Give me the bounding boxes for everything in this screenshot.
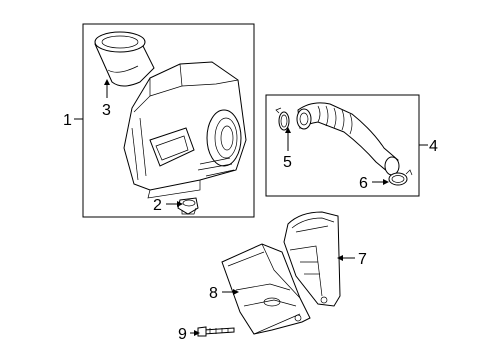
callout-7: 7 (358, 251, 367, 268)
callout-4: 4 (429, 138, 438, 155)
bolt (197, 326, 235, 337)
frame-air-cleaner-assembly (82, 23, 255, 218)
air-cleaner-housing (123, 61, 247, 199)
hose-clamp-large (388, 169, 413, 186)
callout-9: 9 (178, 326, 187, 343)
callout-1: 1 (63, 112, 72, 129)
filter-element (94, 31, 155, 87)
callout-6: 6 (359, 175, 368, 192)
leader-lines (74, 79, 428, 336)
grommet (177, 197, 199, 215)
hose-clamp-small (275, 107, 290, 131)
callout-5: 5 (283, 154, 292, 171)
lower-air-duct (221, 243, 311, 335)
callout-8: 8 (209, 285, 218, 302)
intake-duct-hose (296, 102, 400, 176)
callout-3: 3 (102, 102, 111, 119)
callout-2: 2 (153, 197, 162, 214)
upper-air-duct (283, 211, 341, 307)
